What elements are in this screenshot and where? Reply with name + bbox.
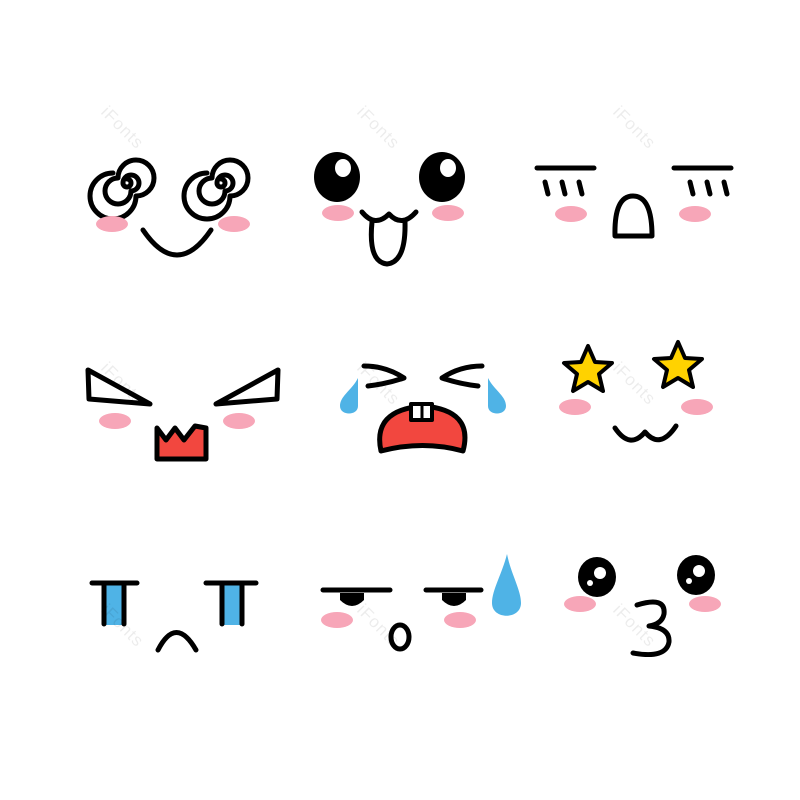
tongue-mouth-icon [359,209,419,267]
half-lid-eye-icon [320,587,393,606]
sweat-drop-icon [492,554,521,616]
squint-eye-icon [361,363,407,389]
face-kissy [564,555,721,658]
star-icon [652,340,704,389]
blush-icon [564,596,596,612]
face-star-struck [559,340,713,443]
blush-icon [679,206,711,222]
closed-lash-icon [534,165,597,197]
face-cute-bunny [314,152,465,267]
cat-mouth-icon [612,423,679,443]
face-angry [85,367,281,462]
o-mouth-icon [388,622,412,652]
round-eye-icon [419,152,465,202]
tear-drop-icon [340,378,358,414]
tear-drop-icon [488,378,506,414]
closed-lash-icon [671,165,734,197]
half-lid-eye-icon [423,587,484,606]
blush-icon [99,413,131,429]
face-crying [340,363,506,454]
spiral-icon [87,157,157,222]
squint-eye-icon [439,363,485,389]
blush-icon [555,206,587,222]
blush-icon [681,399,713,415]
triangle-eye-icon [213,367,281,407]
blush-icon [689,596,721,612]
blush-icon [96,216,128,232]
open-mouth-icon [612,193,655,239]
star-icon [562,344,614,393]
crying-mouth-icon [377,402,468,454]
tear-stream-icon [89,580,140,627]
sparkle-eye-icon [677,555,715,595]
face-sleepy-shocked [534,165,734,239]
sparkle-eye-icon [578,557,616,597]
triangle-eye-icon [85,367,153,407]
face-unimpressed-sweat [320,554,521,652]
face-sad-tears [89,580,259,653]
blush-icon [444,612,476,628]
frown-icon [155,630,199,653]
blush-icon [218,216,250,232]
face-dizzy-happy [87,157,251,258]
spiral-icon [181,157,251,222]
tear-stream-icon [203,580,259,627]
kiss-mouth-icon [630,599,672,658]
jagged-mouth-icon [154,423,209,462]
blush-icon [223,413,255,429]
blush-icon [321,612,353,628]
smile-icon [140,227,214,258]
round-eye-icon [314,152,360,202]
blush-icon [322,205,354,221]
blush-icon [432,205,464,221]
blush-icon [559,399,591,415]
